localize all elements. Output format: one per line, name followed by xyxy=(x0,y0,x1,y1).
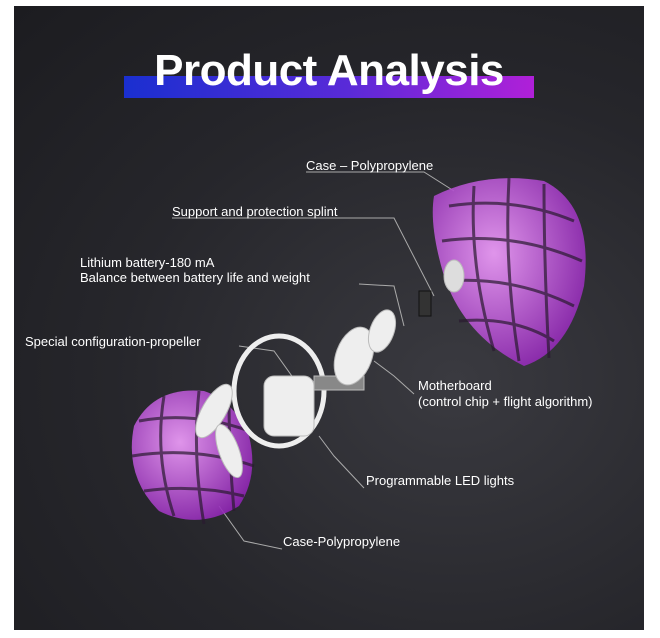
label-battery-line2: Balance between battery life and weight xyxy=(80,270,310,285)
label-case-bottom: Case-Polypropylene xyxy=(283,534,401,549)
label-case-top: Case – Polypropylene xyxy=(306,158,434,173)
label-battery-line1: Lithium battery-180 mA xyxy=(80,255,215,270)
bottom-case-hemisphere xyxy=(131,390,255,525)
top-case-hemisphere xyxy=(432,177,586,366)
label-propeller: Special configuration-propeller xyxy=(25,334,201,349)
title-highlight-bar xyxy=(124,76,534,98)
label-motherboard-line1: Motherboard xyxy=(418,378,492,393)
page-title: Product Analysis xyxy=(154,46,504,95)
label-splint: Support and protection splint xyxy=(172,204,338,219)
label-motherboard-line2: (control chip + flight algorithm) xyxy=(418,394,593,409)
propeller-and-frame xyxy=(195,259,465,479)
product-poster: Product Analysis Case – Polypropylene Su… xyxy=(14,6,644,630)
leader-lines xyxy=(172,171,455,550)
label-led: Programmable LED lights xyxy=(366,473,515,488)
exploded-drone-illustration xyxy=(131,171,586,550)
